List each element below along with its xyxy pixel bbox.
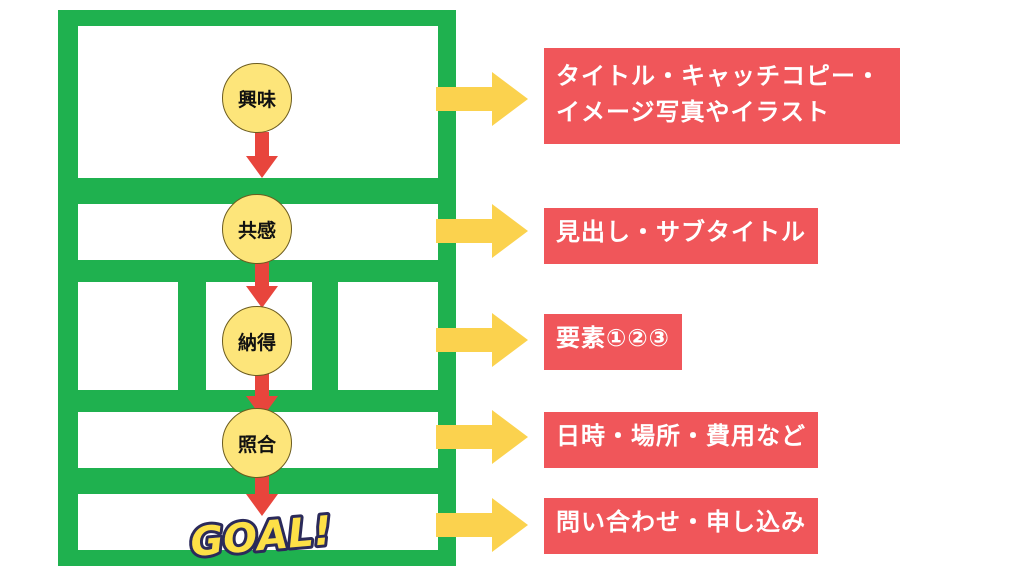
label-conviction-text: 要素①②③ [556,324,670,352]
flow-arrow-down-3 [246,372,278,418]
stage-conviction-label: 納得 [237,331,276,354]
side-arrow-2 [436,204,528,258]
label-interest-elements: タイトル・キャッチコピー・ イメージ写真やイラスト [544,48,900,144]
stage-check-circle: 照合 [222,408,292,478]
side-arrow-4 [436,410,528,464]
label-interest-line-2: イメージ写真やイラスト [556,98,831,126]
flow-arrow-down-1 [246,132,278,178]
label-empathy-elements: 見出し・サブタイトル [544,208,818,264]
side-arrow-3 [436,313,528,367]
side-arrow-5 [436,498,528,552]
stage-check-label: 照合 [237,433,276,456]
element-panel-3 [338,282,438,390]
label-conviction-elements: 要素①②③ [544,314,682,370]
goal-badge: GOAL! [186,505,337,566]
stage-interest-circle: 興味 [222,63,292,133]
label-check-text: 日時・場所・費用など [556,422,806,450]
stage-conviction-circle: 納得 [222,306,292,376]
label-goal-text: 問い合わせ・申し込み [556,508,806,536]
flow-arrow-down-2 [246,262,278,308]
stage-empathy-label: 共感 [237,219,276,242]
label-interest-line-1: タイトル・キャッチコピー・ [556,62,881,90]
side-arrow-1 [436,72,528,126]
element-panel-1 [78,282,178,390]
label-check-elements: 日時・場所・費用など [544,412,818,468]
flow-arrow-down-4 [246,470,278,516]
goal-text: GOAL! [189,508,334,566]
label-empathy-text: 見出し・サブタイトル [556,218,806,246]
label-goal-elements: 問い合わせ・申し込み [544,498,818,554]
stage-interest-label: 興味 [237,88,276,111]
stage-empathy-circle: 共感 [222,194,292,264]
